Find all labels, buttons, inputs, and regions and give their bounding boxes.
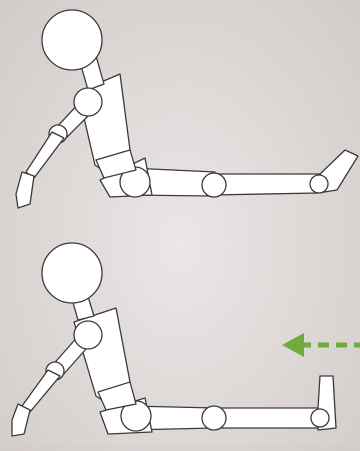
figure-top-shoulder-joint bbox=[74, 88, 102, 116]
figure-bottom-knee-joint bbox=[202, 406, 226, 430]
figure-top-forearm bbox=[26, 132, 64, 178]
direction-arrow bbox=[282, 333, 360, 357]
figure-bottom-head bbox=[42, 243, 102, 303]
figure-bottom-legs bbox=[128, 376, 336, 430]
figure-top-ankle-joint bbox=[310, 175, 328, 193]
figure-top-hand bbox=[16, 172, 34, 208]
figure-top-shin bbox=[212, 174, 320, 195]
figure-bottom-hand bbox=[12, 404, 30, 436]
figure-top-legs bbox=[128, 150, 358, 197]
figure-bottom-shoulder-joint bbox=[74, 321, 102, 349]
figure-bottom-forearm bbox=[22, 370, 60, 412]
figure-bottom-ankle-joint bbox=[311, 409, 329, 427]
figure-top-head bbox=[42, 10, 102, 70]
figure-top-knee-joint bbox=[202, 173, 226, 197]
figure-top bbox=[16, 10, 358, 208]
figure-bottom-shin bbox=[214, 408, 320, 428]
direction-arrow-head bbox=[282, 333, 304, 357]
figure-bottom bbox=[12, 243, 336, 436]
